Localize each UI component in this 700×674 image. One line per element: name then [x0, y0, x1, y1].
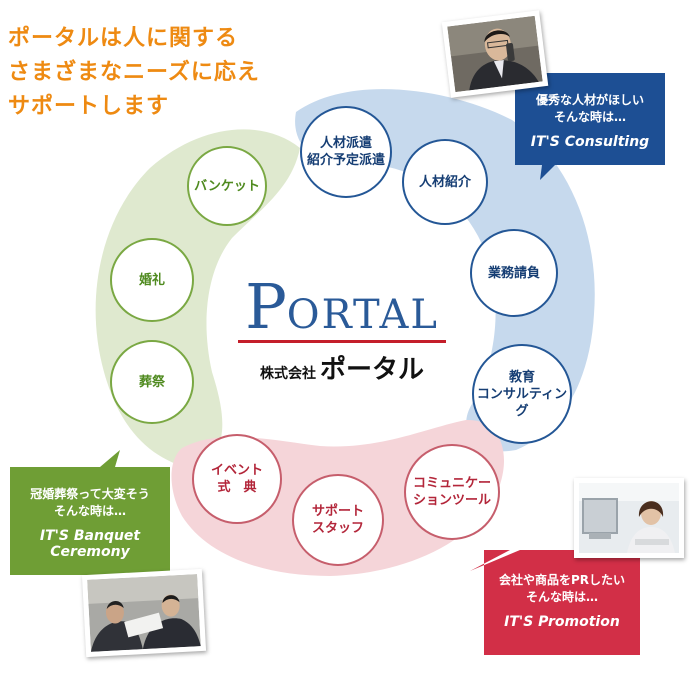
service-funeral-label: 葬祭: [139, 374, 165, 391]
office-meeting-icon: [87, 574, 201, 652]
logo-wordmark: PORTAL: [232, 276, 452, 338]
portal-logo: PORTAL 株式会社ポータル: [232, 276, 452, 386]
callout-banquet: 冠婚葬祭って大変そう そんな時は… IT'S Banquet Ceremony: [10, 486, 170, 560]
businessman-phone-photo: [442, 10, 549, 97]
service-consulting-label: 教育 コンサルティング: [474, 369, 570, 420]
service-recruit[interactable]: 人材紹介: [402, 139, 488, 225]
service-communication-tool-label: コミュニケー ションツール: [413, 475, 491, 509]
service-support-staff-label: サポート スタッフ: [312, 503, 364, 537]
service-staffing[interactable]: 人材派遣 紹介予定派遣: [300, 106, 392, 198]
service-outsourcing-label: 業務請負: [488, 265, 540, 282]
service-outsourcing[interactable]: 業務請負: [470, 229, 558, 317]
service-event-label: イベント 式 典: [211, 462, 263, 496]
service-event[interactable]: イベント 式 典: [192, 434, 282, 524]
headline-line-2: さまざまなニーズに応え: [8, 56, 260, 90]
woman-computer-icon: [579, 483, 679, 553]
woman-computer-photo: [574, 478, 684, 558]
headline-line-3: サポートします: [8, 90, 260, 124]
service-staffing-label: 人材派遣 紹介予定派遣: [307, 135, 385, 169]
office-meeting-photo: [82, 569, 206, 657]
businessman-phone-icon: [447, 16, 542, 92]
service-banquet[interactable]: バンケット: [187, 146, 267, 226]
service-consulting[interactable]: 教育 コンサルティング: [472, 344, 572, 444]
service-banquet-label: バンケット: [194, 178, 260, 195]
service-communication-tool[interactable]: コミュニケー ションツール: [404, 444, 500, 540]
callout-promotion: 会社や商品をPRしたい そんな時は… IT'S Promotion: [484, 572, 640, 630]
service-wedding[interactable]: 婚礼: [110, 238, 194, 322]
headline-line-1: ポータルは人に関する: [8, 22, 260, 56]
logo-company-name: 株式会社ポータル: [232, 349, 452, 386]
service-wedding-label: 婚礼: [139, 272, 165, 289]
callout-consulting: 優秀な人材がほしい そんな時は… IT'S Consulting: [515, 92, 665, 150]
service-funeral[interactable]: 葬祭: [110, 340, 194, 424]
headline: ポータルは人に関する さまざまなニーズに応え サポートします: [8, 22, 260, 124]
service-recruit-label: 人材紹介: [419, 174, 471, 191]
service-support-staff[interactable]: サポート スタッフ: [292, 474, 384, 566]
